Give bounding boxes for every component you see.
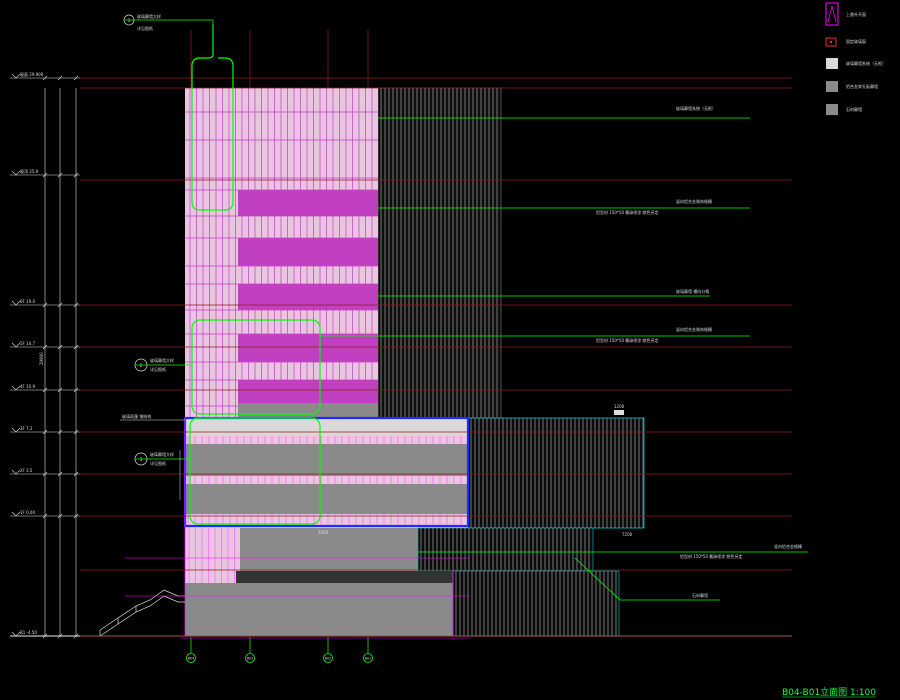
legend-item-3: 铝合金穿孔板幕墙 (826, 81, 878, 92)
note-3: 玻璃幕墙 横向分格 (378, 288, 710, 297)
callout-1-line1: 玻璃幕墙大样 (137, 13, 161, 19)
level-marker-2: 6F 19.0 (10, 299, 80, 308)
callout-outlines (189, 24, 321, 525)
dim-roof: 1200 (614, 404, 625, 409)
level-marker-0: 屋面 29.900 (10, 71, 80, 81)
legend-label-1: 固定玻璃窗 (846, 38, 866, 44)
note-4-line2: 铝型材 150*50 氟碳喷涂 颜色另定 (596, 337, 659, 343)
note-5-line2: 铝型材 150*50 氟碳喷涂 颜色另定 (680, 553, 743, 559)
level-marker-7: 1F 0.00 (10, 510, 80, 519)
dim-canopy: 7200 (622, 532, 633, 537)
level-label-3: 5F 14.7 (20, 341, 35, 346)
note-1: 玻璃幕墙系统（无框） (378, 105, 750, 119)
dim-podium: 2000 (318, 530, 329, 535)
note-6: 石材幕墙 (574, 557, 720, 601)
level-label-8: B1 -4.50 (20, 630, 37, 635)
lower-volumes (184, 418, 620, 637)
note-6-line1: 石材幕墙 (692, 592, 708, 598)
dimension-labels: 2000 7200 1200 (179, 404, 633, 537)
legend-label-4: 石材幕墙 (846, 106, 862, 112)
legend: 上悬外开窗 固定玻璃窗 玻璃幕墙系统（无框） 铝合金穿孔板幕墙 石材幕墙 (825, 2, 886, 115)
building-elevation (10, 87, 792, 639)
legend-item-0: 上悬外开窗 (825, 2, 866, 26)
axis-bubble-B02: B02 (323, 638, 333, 663)
callout-3-line2: 详见图纸 (150, 460, 166, 466)
level-label-1: 屋顶 25.9 (20, 168, 39, 174)
tower-louver-panel (377, 87, 502, 419)
legend-item-2: 玻璃幕墙系统（无框） (826, 58, 886, 69)
left-dimensions: 29900 屋面 29.900 屋顶 25.9 6F 19.0 5F 14.7 4F 1… (10, 71, 80, 639)
note-5-line1: 竖向铝合金格栅 (774, 543, 802, 549)
axis-bubble-B01: B01 (363, 638, 373, 663)
callout-3-line1: 玻璃幕墙大样 (150, 451, 174, 457)
note-1-line1: 玻璃幕墙系统（无框） (676, 105, 716, 111)
dim-total: 29900 (39, 352, 44, 365)
axis-label-1: B03 (247, 657, 253, 661)
note-2-line2: 铝型材 150*50 氟碳喷涂 颜色另定 (596, 209, 659, 215)
note-5: 竖向铝合金格栅 铝型材 150*50 氟碳喷涂 颜色另定 (418, 543, 808, 559)
callout-3-num: 3 (140, 457, 143, 462)
callout-1-num: 1 (128, 18, 131, 23)
axis-bubble-B03: B03 (245, 638, 255, 663)
note-2: 竖向铝合金装饰格栅 铝型材 150*50 氟碳喷涂 颜色另定 (378, 198, 750, 215)
callout-2: 2 玻璃幕墙大样 详见图纸 (134, 357, 192, 372)
level-marker-8: B1 -4.50 (10, 630, 80, 639)
podium-volume (183, 416, 470, 528)
level-marker-3: 5F 14.7 (10, 341, 80, 350)
level-marker-6: 2F 3.5 (10, 468, 80, 477)
legend-label-2: 玻璃幕墙系统（无框） (846, 60, 886, 66)
note-2-line1: 竖向铝合金装饰格栅 (676, 198, 712, 204)
note-4: 竖向铝合金装饰格栅 铝型材 150*50 氟碳喷涂 颜色另定 (320, 326, 750, 343)
level-label-2: 6F 19.0 (20, 299, 35, 304)
level-label-5: 3F 7.2 (20, 426, 33, 431)
legend-label-3: 铝合金穿孔板幕墙 (846, 83, 878, 89)
canopy-note: 玻璃雨篷 钢结构 (120, 413, 185, 421)
level-label-7: 1F 0.00 (20, 510, 35, 515)
drawing-title: B04-B01立面图 1:100 (782, 686, 876, 698)
level-label-0: 屋面 29.900 (20, 71, 44, 77)
podium-top-band (238, 403, 378, 418)
legend-item-1: 固定玻璃窗 (825, 37, 866, 47)
level-label-6: 2F 3.5 (20, 468, 33, 473)
legend-label-0: 上悬外开窗 (846, 11, 866, 17)
axis-label-0: B04 (188, 657, 194, 661)
callout-2-line1: 玻璃幕墙大样 (150, 357, 174, 363)
level-marker-5: 3F 7.2 (10, 426, 80, 435)
podium-grille (467, 417, 645, 529)
callout-2-num: 2 (140, 363, 143, 368)
axis-bubble-B04: B04 (186, 638, 196, 663)
callout-1: 1 玻璃幕墙大样 详见图纸 (123, 13, 214, 31)
callout-1-line2: 详见图纸 (137, 25, 153, 31)
axis-label-2: B02 (325, 657, 331, 661)
legend-item-4: 石材幕墙 (826, 104, 862, 115)
level-marker-1: 屋顶 25.9 (10, 168, 80, 178)
tower-mullions (185, 88, 378, 418)
level-lines (80, 77, 792, 637)
annotation-notes: 玻璃幕墙系统（无框） 竖向铝合金装饰格栅 铝型材 150*50 氟碳喷涂 颜色另… (125, 105, 808, 601)
axis-label-3: B01 (365, 657, 371, 661)
canopy-note-text: 玻璃雨篷 钢结构 (122, 413, 151, 419)
callout-3: 3 玻璃幕墙大样 详见图纸 (134, 451, 190, 466)
note-3-line1: 玻璃幕墙 横向分格 (676, 288, 709, 294)
level-label-4: 4F 10.9 (20, 384, 35, 389)
level-marker-4: 4F 10.9 (10, 384, 80, 393)
note-4-line1: 竖向铝合金装饰格栅 (676, 326, 712, 332)
grid-axis-bubbles: B04 B03 B02 B01 (186, 638, 373, 663)
callout-2-line2: 详见图纸 (150, 366, 166, 372)
